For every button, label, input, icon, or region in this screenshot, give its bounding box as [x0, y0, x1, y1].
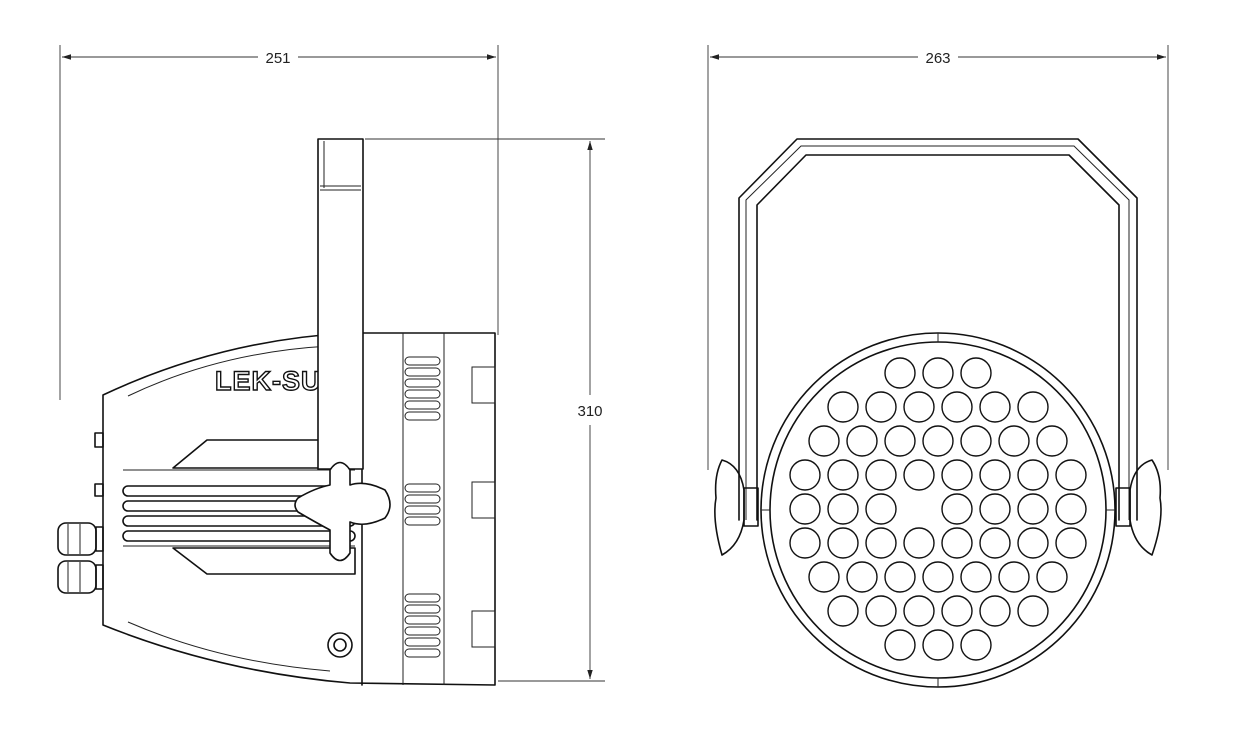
led-emitter: [1017, 595, 1049, 627]
led-emitter: [960, 561, 992, 593]
led-emitter: [808, 425, 840, 457]
dimension-side-width: 251: [59, 45, 499, 400]
led-emitter: [865, 459, 897, 491]
led-emitter: [789, 527, 821, 559]
led-array: [789, 357, 1087, 661]
led-emitter: [827, 527, 859, 559]
yoke-arm-side: [317, 138, 364, 470]
led-emitter: [865, 527, 897, 559]
led-emitter: [960, 629, 992, 661]
led-emitter: [827, 391, 859, 423]
led-emitter: [789, 459, 821, 491]
vent-slots-top: [404, 356, 441, 421]
led-emitter: [979, 527, 1011, 559]
yoke-bracket-front: [738, 138, 1138, 521]
side-width-label: 251: [265, 50, 290, 67]
led-emitter: [922, 357, 954, 389]
led-emitter: [865, 595, 897, 627]
led-emitter: [922, 425, 954, 457]
vent-slots-bottom: [404, 593, 441, 658]
led-emitter: [808, 561, 840, 593]
led-emitter: [884, 561, 916, 593]
front-view: [714, 138, 1162, 688]
led-emitter: [979, 595, 1011, 627]
vent-slots-middle: [404, 483, 441, 526]
led-emitter: [1017, 493, 1049, 525]
front-width-label: 263: [925, 50, 950, 67]
led-emitter: [884, 357, 916, 389]
led-emitter: [941, 493, 973, 525]
led-emitter: [941, 459, 973, 491]
led-emitter: [960, 425, 992, 457]
led-emitter: [960, 357, 992, 389]
screw-icon: [327, 632, 353, 658]
dimension-front-width: 263: [707, 45, 1169, 470]
led-emitter: [1055, 493, 1087, 525]
left-side-knob: [714, 459, 745, 556]
side-view: LEK-SU: [57, 138, 496, 686]
led-emitter: [884, 425, 916, 457]
led-emitter: [941, 391, 973, 423]
led-emitter: [903, 595, 935, 627]
dimension-height: 310: [365, 138, 605, 682]
led-emitter: [865, 493, 897, 525]
led-emitter: [1036, 425, 1068, 457]
led-emitter: [846, 425, 878, 457]
brand-logo-text: LEK-SU: [215, 366, 322, 396]
led-emitter: [979, 391, 1011, 423]
led-emitter: [1017, 459, 1049, 491]
right-side-knob: [1129, 459, 1162, 556]
led-emitter: [884, 629, 916, 661]
led-emitter: [789, 493, 821, 525]
height-label: 310: [577, 403, 602, 420]
led-emitter: [941, 595, 973, 627]
led-emitter: [922, 629, 954, 661]
led-emitter: [1017, 391, 1049, 423]
led-emitter: [903, 391, 935, 423]
led-emitter: [1017, 527, 1049, 559]
led-emitter: [922, 561, 954, 593]
led-emitter: [846, 561, 878, 593]
led-emitter: [1055, 459, 1087, 491]
led-emitter: [827, 459, 859, 491]
led-emitter: [1055, 527, 1087, 559]
cable-glands: [57, 432, 104, 594]
led-emitter: [979, 459, 1011, 491]
led-emitter: [827, 595, 859, 627]
led-emitter: [903, 459, 935, 491]
led-emitter: [979, 493, 1011, 525]
led-emitter: [998, 425, 1030, 457]
led-emitter: [865, 391, 897, 423]
tilt-lock-knob: [294, 461, 391, 562]
led-emitter: [941, 527, 973, 559]
led-emitter: [998, 561, 1030, 593]
led-emitter: [827, 493, 859, 525]
led-emitter: [903, 527, 935, 559]
led-emitter: [1036, 561, 1068, 593]
